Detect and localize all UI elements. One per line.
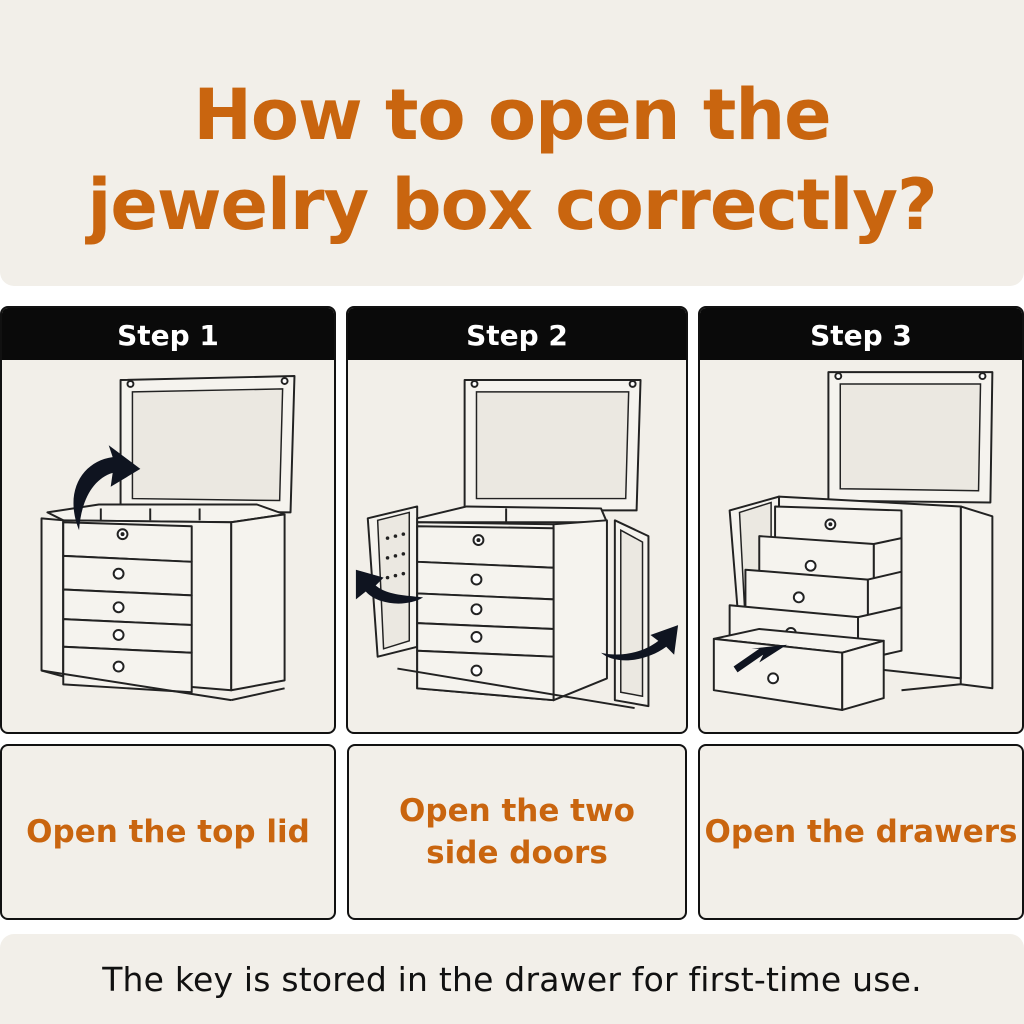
step-2-caption-card: Open the two side doors [347, 744, 687, 920]
step-3-card: Step 3 [698, 306, 1024, 734]
step-1-caption: Open the top lid [26, 814, 310, 850]
step-3-caption-card: Open the drawers [698, 744, 1024, 920]
step-2-card: Step 2 [346, 306, 688, 734]
step-1-card: Step 1 [0, 306, 336, 734]
arrow-down-left-icon [733, 644, 787, 673]
page-title: How to open the jewelry box correctly? [87, 74, 937, 246]
jewelry-box-drawers-open-illustration [712, 371, 994, 711]
step-3-caption: Open the drawers [704, 814, 1018, 850]
title-panel: How to open the jewelry box correctly? [0, 0, 1024, 286]
note-panel: The key is stored in the drawer for firs… [0, 934, 1024, 1024]
step-1-caption-card: Open the top lid [0, 744, 336, 920]
jewelry-box-lid-open-illustration [40, 375, 296, 702]
curved-arrow-icon [73, 445, 141, 531]
step-1-header: Step 1 [2, 308, 334, 360]
step-3-header: Step 3 [700, 308, 1022, 360]
step-2-caption: Open the two side doors [399, 793, 635, 871]
step-2-header: Step 2 [348, 308, 686, 360]
key-note: The key is stored in the drawer for firs… [102, 959, 922, 999]
curved-arrow-left-icon [355, 569, 424, 604]
curved-arrow-right-icon [601, 625, 679, 661]
jewelry-box-doors-open-illustration [355, 378, 679, 710]
